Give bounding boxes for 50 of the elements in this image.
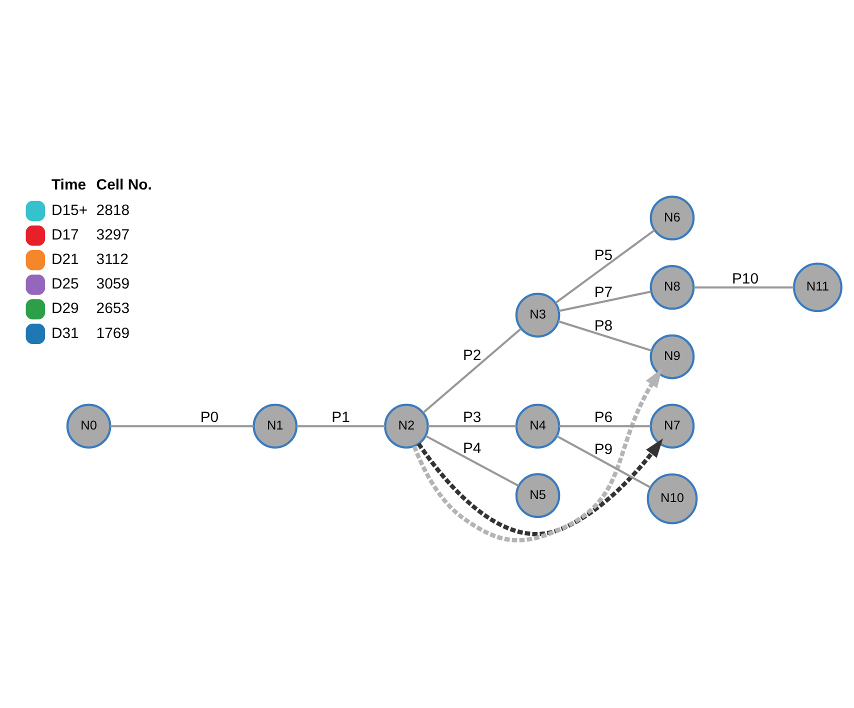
label: 2653: [96, 300, 130, 318]
node-circle: N7: [650, 404, 695, 449]
connector: [554, 229, 656, 304]
edge-label: P9: [594, 441, 613, 458]
edge-label: P1: [332, 409, 350, 426]
node-circle: N11: [792, 262, 842, 312]
legend-label: D31: [51, 324, 79, 342]
connector: [694, 286, 794, 288]
legend-label: D17: [51, 226, 79, 244]
label: 1769: [96, 324, 130, 342]
connector: [422, 328, 522, 414]
edge-label: P5: [594, 246, 613, 264]
legend-label: D29: [51, 300, 79, 318]
edge-label: P4: [462, 440, 482, 458]
edge-label: P8: [594, 317, 613, 334]
label: Time: [51, 176, 86, 194]
node-circle: N0: [66, 404, 112, 449]
connector: [110, 425, 254, 428]
node-circle: N5: [515, 473, 560, 518]
node-circle: N8: [650, 264, 695, 310]
connector: [556, 435, 651, 488]
label: 3297: [96, 226, 130, 244]
arrow: [412, 368, 662, 542]
connector: [425, 435, 520, 487]
edge-label: P3: [462, 409, 482, 426]
node-circle: N4: [515, 404, 560, 449]
label: 2818: [96, 202, 130, 219]
arrow: [416, 438, 664, 536]
edge-label: P0: [200, 409, 219, 426]
connector: [559, 425, 651, 428]
legend-label: D25: [51, 276, 79, 293]
connector: [296, 425, 386, 428]
legend-label: D15+: [51, 202, 88, 219]
label: 3059: [96, 276, 130, 293]
edge-label: P6: [594, 409, 613, 426]
connector: [558, 320, 652, 352]
connector: [558, 290, 652, 312]
node-circle: N10: [646, 473, 698, 524]
edge-label: P10: [732, 270, 759, 288]
node-circle: N2: [384, 404, 429, 449]
edge-label: P2: [462, 347, 482, 364]
node-circle: N3: [515, 292, 560, 338]
label: Cell No.: [96, 176, 152, 194]
node-circle: N1: [252, 404, 298, 449]
legend-label: D21: [51, 251, 79, 268]
connector: [428, 425, 516, 428]
node-circle: N6: [650, 196, 695, 240]
edge-label: P7: [594, 284, 613, 302]
node-circle: N9: [650, 334, 695, 380]
label: 3112: [96, 251, 128, 268]
